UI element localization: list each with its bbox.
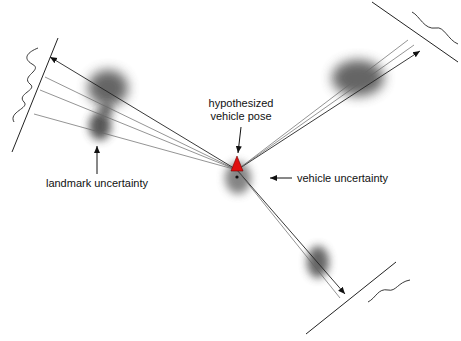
landmark-uncertainty-label: landmark uncertainty [32, 177, 162, 190]
vehicle-uncertainty-label: vehicle uncertainty [297, 172, 417, 185]
pose-label: hypothesized vehicle pose [201, 97, 281, 123]
